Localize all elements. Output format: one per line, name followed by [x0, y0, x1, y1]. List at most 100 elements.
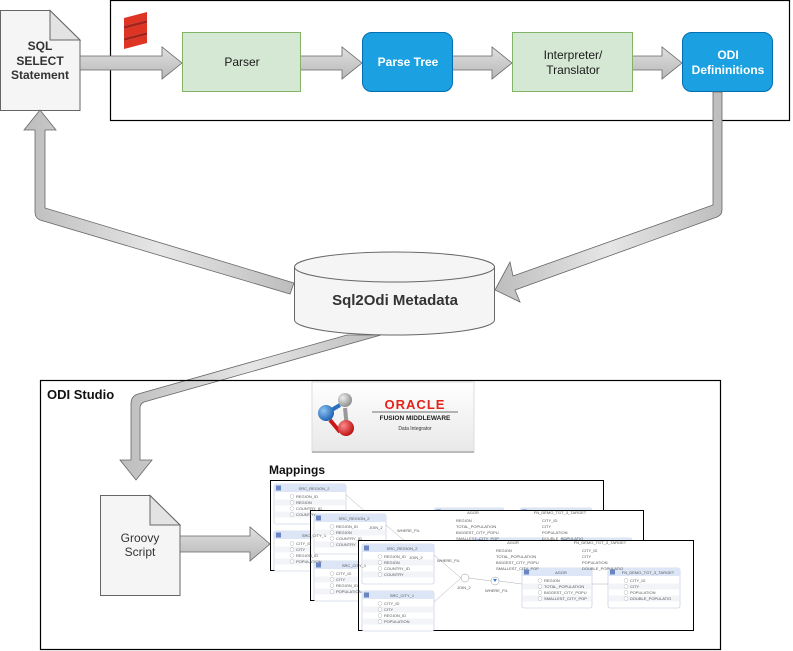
mapping-panel-3-source-city-row-bg: [363, 618, 433, 625]
mapping-panel-3-source-city-col: CITY_ID: [384, 601, 400, 606]
mapping-panel-3-source-city-row-bg: [363, 606, 433, 613]
oracle-brand-text: ORACLE: [384, 397, 446, 413]
mapping-panel-2-source-city-table-icon: [316, 562, 321, 568]
mapping-panel-3-source-region-row-bg: [363, 571, 433, 578]
mapping-panel-1-source-region-col: REGION_ID: [296, 494, 319, 499]
mapping-panel-3-target-row-bg: [609, 595, 679, 602]
mapping-panel-3-aggregate-col-icon: [537, 596, 543, 601]
mapping-panel-3-aggregate-col: BIGGEST_CITY_POPU: [544, 590, 587, 595]
mapping-panel-3-source-city-table-icon: [364, 592, 369, 598]
mapping-panel-1-source-region-col-icon: [289, 500, 295, 505]
mapping-panel-1-source-region-header: [274, 484, 346, 492]
mapping-panel-3-link: [468, 577, 492, 582]
mapping-panel-1-source-region-col-icon: [289, 512, 295, 517]
mapping-panel-1-join-label: JOIN_2: [369, 525, 383, 530]
mapping-panel-2-target-col: POPULATION: [582, 560, 608, 565]
mapping-panel-2-target-col: CITY_ID: [582, 548, 598, 553]
metadata-cylinder: [294, 251, 495, 336]
mapping-panel-3-source-city-col-icon: [377, 613, 383, 618]
mapping-panel-3-filter-label: WHERE_FIL: [485, 588, 508, 593]
mapping-panel-2-source-region-col: REGION_ID: [336, 524, 359, 529]
mapping-panel-1-source-city-col-icon: [289, 559, 295, 564]
mapping-panel-2-source-city-col-icon: [329, 571, 335, 576]
mapping-panel-2-source-city-row-bg: [315, 588, 385, 595]
mapping-panel-3-link: [433, 577, 462, 603]
mapping-panel-3-source-region-col: COUNTRY_ID: [384, 566, 410, 571]
mapping-panel-2-target-col: DOUBLE_POPULATIO: [582, 566, 624, 571]
mapping-panel-1-target-col: POPULATION: [542, 530, 568, 535]
mapping-panel-3-link: [498, 580, 523, 585]
mapping-panel-3-target-table-icon: [610, 569, 615, 575]
mapping-panel-3-aggregate-title: AGGR: [555, 569, 567, 575]
mapping-panel-3-source-city-col-icon: [377, 619, 383, 624]
mapping-panel-3-source-city-col-icon: [377, 601, 383, 606]
sql-doc-line-2: SELECT: [16, 53, 64, 68]
mapping-panel-3-source-city-col: POPULATION: [384, 619, 410, 624]
mapping-panel-3-join-icon: [460, 573, 470, 583]
mapping-panel-3-aggregate-row-bg: [523, 583, 591, 590]
mapping-panel-3-source-region-col: COUNTRY: [384, 572, 404, 577]
mapping-panel-3-source-region-title: SRC_REGION_2: [386, 545, 418, 551]
oracle-line2: Data Integrator: [398, 425, 432, 432]
arrow-parser-to-parsetree: [299, 46, 363, 80]
mapping-panel-3-target-col-icon: [623, 584, 629, 589]
mapping-panel-2-source-city-col: REGION_ID: [336, 583, 359, 588]
mapping-panel-1-source-city-col-icon: [289, 547, 295, 552]
mapping-panel-3-aggregate-col: TOTAL_POPULATION: [544, 584, 585, 589]
mapping-panel-1-source-city-title: SRC_CITY_1: [301, 532, 327, 538]
mapping-panel-1-source-region-col: REGION: [296, 500, 312, 505]
mapping-panel-2-target-title: FN_DEMO_TGT_3_TARGET: [573, 539, 627, 545]
groovy-line-1: Groovy: [120, 530, 160, 545]
mapping-panel-2-source-city-row-bg: [315, 576, 385, 583]
mapping-panel-3-source-region-col: REGION_ID: [384, 554, 407, 559]
mapping-panel-3-aggregate-header: [522, 568, 592, 576]
mappings-stack: [270, 480, 694, 632]
mapping-panel-3-link: [433, 554, 462, 579]
parse-tree-label: Parse Tree: [377, 55, 439, 70]
mapping-panel-2-aggregate-col: TOTAL_POPULATION: [496, 554, 537, 559]
mapping-panel-2-aggregate-col: REGION: [496, 548, 512, 553]
mapping-panel-3-aggregate-col-icon: [537, 578, 543, 583]
sql-document-fold: [49, 9, 82, 41]
sql-document-label: SQL SELECT Statement: [0, 28, 80, 94]
mapping-panel-3-target-col: DOUBLE_POPULATIO: [630, 596, 672, 601]
mapping-panel-3-aggregate-col-icon: [537, 584, 543, 589]
mapping-panel-1-source-region-table-icon: [276, 485, 281, 491]
mapping-panel-1-source-region-col-icon: [289, 506, 295, 511]
mapping-panel-2-source-city-col-icon: [329, 589, 335, 594]
mapping-panel-1-source-city-col: POPULATION: [296, 559, 322, 564]
mapping-panel-3-source-region-col-icon: [377, 572, 383, 577]
mapping-panel-2-source-region-row-bg: [315, 541, 385, 548]
mapping-panel-3-target-title: FN_DEMO_TGT_3_TARGET: [621, 569, 675, 575]
arrow-interpreter-to-odidefs: [631, 46, 683, 80]
mapping-panel-2-source-region-header: [314, 514, 386, 522]
mapping-panel-3-source-city-col: REGION_ID: [384, 613, 407, 618]
odi-studio-container: [39, 379, 722, 651]
mapping-panel-2-filter-label: WHERE_FIL: [437, 558, 460, 563]
mapping-panel-1-aggregate-col: TOTAL_POPULATION: [456, 524, 497, 529]
mapping-panel-3-target-header: [608, 568, 680, 576]
mapping-panel-2-source-region-table-icon: [316, 515, 321, 521]
mapping-panel-2-aggregate-col: BIGGEST_CITY_POPU: [496, 560, 539, 565]
mapping-panel-2-target-col: CITY: [582, 554, 592, 559]
sql-doc-line-3: Statement: [10, 68, 69, 83]
mapping-panel-3-source-city-header: [362, 591, 434, 599]
groovy-line-2: Script: [124, 545, 156, 559]
mapping-panel-2-source-city-col: CITY_ID: [336, 571, 352, 576]
oracle-odi-logo: [311, 381, 475, 453]
mapping-panel-2-source-region-col: REGION: [336, 530, 352, 535]
groovy-document-fold: [149, 494, 182, 526]
mapping-panel-2-source-region-col: COUNTRY_ID: [336, 536, 362, 541]
mapping-panel-3-target-col-icon: [623, 596, 629, 601]
mapping-panel-3-source-region-col-icon: [377, 554, 383, 559]
odi-studio-title: ODI Studio: [47, 387, 115, 402]
mapping-panel-1-source-region-col: COUNTRY_ID: [296, 506, 322, 511]
mapping-panel-1-source-city-col: CITY_ID: [296, 541, 312, 546]
mapping-panel-1-source-region-row-bg: [275, 499, 345, 506]
mapping-panel-1-aggregate-col: REGION: [456, 518, 472, 523]
mapping-panel-2-source-region-col-icon: [329, 530, 335, 535]
arrow-parsetree-to-interpreter: [451, 46, 513, 80]
mapping-panel-1-source-city-table-icon: [276, 532, 281, 538]
mapping-panel-3-target-col: CITY_ID: [630, 578, 646, 583]
mapping-panel-3-target-row-bg: [609, 583, 679, 590]
